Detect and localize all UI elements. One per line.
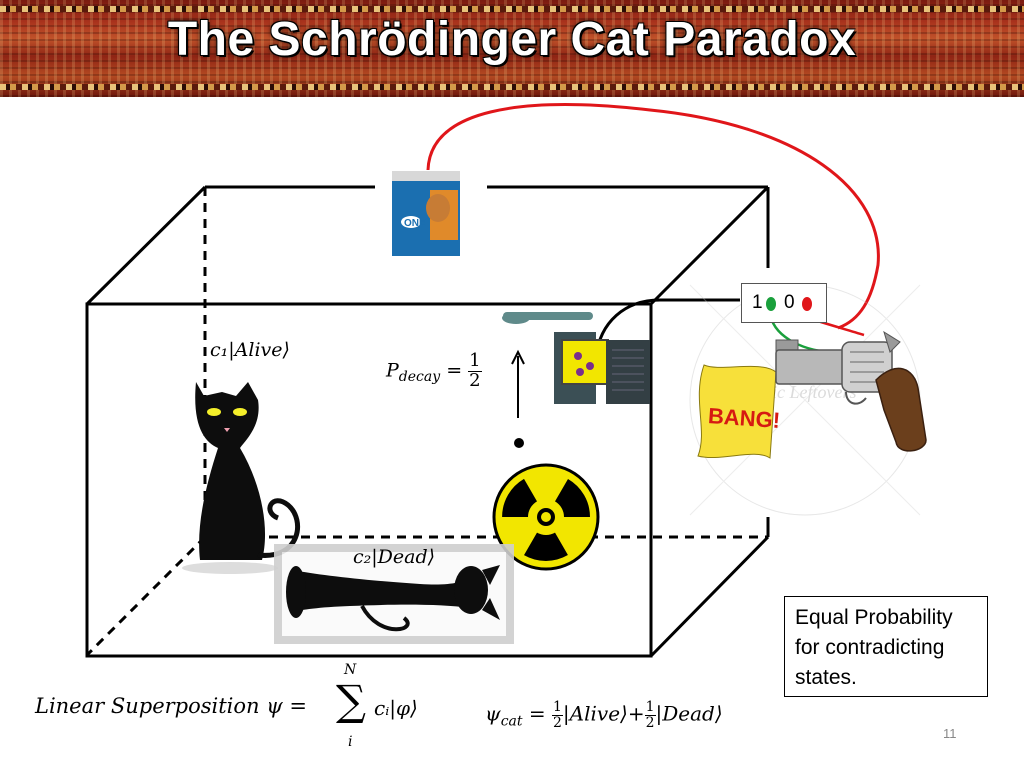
page-title: The Schrödinger Cat Paradox (167, 13, 857, 66)
dead-state-label: c₂|Dead⟩ (353, 546, 436, 568)
alive-coefficient: 1 2 (552, 700, 563, 730)
sum-symbol: ∑ (336, 676, 366, 725)
switch-zero-label: 0 (784, 292, 795, 313)
sum-upper-limit: N (344, 662, 357, 678)
page-number: 11 (943, 726, 957, 741)
note-line: states. (795, 666, 857, 689)
dead-coefficient: 1 2 (644, 699, 656, 731)
box-back-edges (205, 185, 770, 537)
superposition-psi: ψ = (266, 694, 308, 718)
p-decay-subscript: decay (398, 369, 441, 386)
decay-probability: Pdecay = 1 2 (386, 350, 482, 391)
alive-coefficient-num: 1 (552, 699, 563, 716)
note-line: for contradicting (795, 636, 945, 659)
cat-food-bag-icon: ONE (392, 171, 460, 256)
psi-cat-formula: ψcat = 1 2 |Alive⟩+ 1 2 |Dead⟩ (485, 700, 723, 730)
red-wire (426, 103, 880, 330)
p-decay-denominator: 2 (469, 369, 481, 391)
rug-pattern-band (0, 6, 1024, 12)
box-front-edges (85, 185, 770, 658)
detector-switch: 1 0 (741, 283, 827, 323)
psi-cat-equals: = (528, 701, 546, 726)
rug-pattern-band (0, 84, 1024, 90)
psi-cat-subscript: cat (500, 713, 523, 730)
sum-lower-limit: i (348, 734, 353, 750)
bang-flag-icon: BANG! (697, 364, 781, 459)
revolver-icon (775, 330, 927, 452)
superposition-text: Linear Superposition (35, 694, 260, 718)
p-decay-fraction: 1 2 (468, 350, 482, 391)
geiger-counter-icon (502, 298, 740, 404)
dead-ket: |Dead⟩ (655, 701, 723, 726)
title-banner: The Schrödinger Cat Paradox (0, 0, 1024, 97)
decay-particle (514, 438, 524, 448)
superposition-formula: Linear Superposition ψ = (35, 694, 307, 718)
psi-cat-symbol: ψ (485, 701, 501, 726)
dead-coefficient-den: 2 (645, 714, 655, 731)
alive-coefficient-den: 2 (553, 714, 562, 731)
lying-cat-icon (274, 544, 514, 644)
note-line: Equal Probability (795, 606, 953, 629)
red-indicator-icon (802, 297, 812, 311)
p-decay-symbol: P (386, 359, 399, 382)
decay-arrow (511, 349, 525, 418)
green-indicator-icon (766, 297, 776, 311)
alive-ket: |Alive⟩+ (562, 701, 645, 726)
radiation-icon (492, 463, 600, 571)
switch-one-label: 1 (752, 292, 763, 313)
box-hidden-edges (85, 187, 768, 657)
alive-state-label: c₁|Alive⟩ (210, 339, 290, 361)
superposition-term: cᵢ|φ⟩ (374, 696, 418, 720)
p-decay-equals: = (446, 359, 463, 382)
p-decay-numerator: 1 (468, 350, 482, 372)
bang-label: BANG! (707, 403, 781, 433)
dead-coefficient-num: 1 (644, 699, 656, 716)
note-box: Equal Probability for contradicting stat… (784, 596, 988, 697)
food-bag-brand: ONE (404, 218, 426, 229)
